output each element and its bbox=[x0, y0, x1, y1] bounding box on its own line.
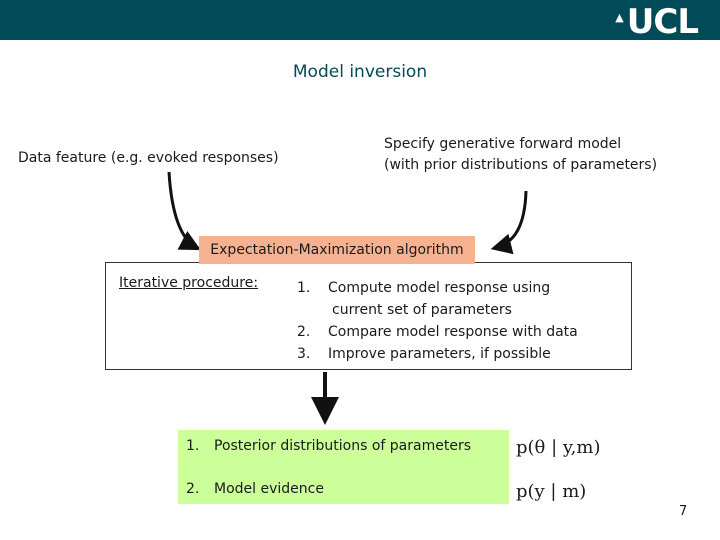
step-text: Compare model response with data bbox=[328, 324, 578, 340]
em-algorithm-label: Expectation-Maximization algorithm bbox=[199, 236, 475, 264]
iterative-procedure-title: Iterative procedure: bbox=[119, 275, 259, 291]
step-number: 2. bbox=[297, 324, 311, 340]
output-label: Model evidence bbox=[214, 481, 324, 497]
model-to-em-arrow bbox=[490, 190, 528, 255]
data-to-em-arrow bbox=[167, 171, 201, 251]
output-number: 1. bbox=[186, 438, 200, 454]
output-item-evidence: 2. Model evidence bbox=[186, 481, 324, 497]
step-text: Compute model response using bbox=[328, 280, 551, 296]
output-number: 2. bbox=[186, 481, 200, 497]
data-feature-label: Data feature (e.g. evoked responses) bbox=[18, 150, 279, 166]
iterative-procedure-box: Iterative procedure: 1. Compute model res… bbox=[105, 262, 632, 370]
posterior-formula: p(θ | y,m) bbox=[516, 437, 601, 458]
header-bar: ▲ UCL bbox=[0, 0, 720, 40]
ucl-logo: ▲ UCL bbox=[615, 2, 699, 42]
output-box: 1.Posterior distributions of parameters … bbox=[178, 430, 509, 504]
page-number: 7 bbox=[679, 504, 688, 519]
step-list: 1. Compute model response using current s… bbox=[297, 277, 578, 365]
generative-model-line2: (with prior distributions of parameters) bbox=[384, 157, 658, 173]
step-item: 2. Compare model response with data bbox=[297, 321, 578, 343]
step-text: Improve parameters, if possible bbox=[328, 346, 551, 362]
step-number: 1. bbox=[297, 280, 311, 296]
slide-title: Model inversion bbox=[292, 62, 428, 82]
crest-icon: ▲ bbox=[615, 11, 624, 24]
step-text-continued: current set of parameters bbox=[332, 302, 512, 318]
evidence-formula: p(y | m) bbox=[516, 481, 587, 502]
step-number: 3. bbox=[297, 346, 311, 362]
output-item-posterior: 1. Posterior distributions of parameters bbox=[186, 438, 471, 454]
step-item: 1. Compute model response using current s… bbox=[297, 277, 578, 321]
logo-text: UCL bbox=[626, 2, 699, 42]
generative-model-line1: Specify generative forward model bbox=[384, 136, 622, 152]
output-label: Posterior distributions of parameters bbox=[214, 438, 471, 454]
step-item: 3. Improve parameters, if possible bbox=[297, 343, 578, 365]
